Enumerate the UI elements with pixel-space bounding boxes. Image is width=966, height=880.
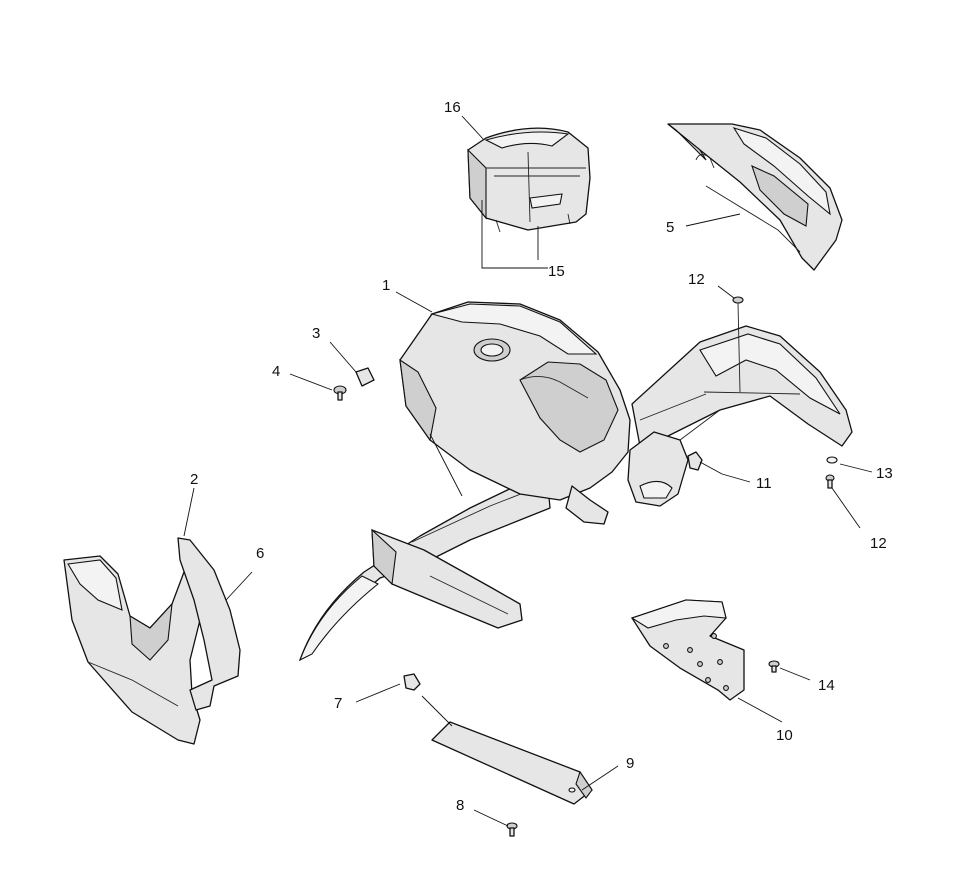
callout-12-top: 12 <box>688 271 705 288</box>
part-14-screw <box>768 660 780 673</box>
part-11-nut <box>687 451 703 471</box>
callout-12-bottom: 12 <box>870 535 887 552</box>
leader-lines <box>183 115 873 827</box>
callout-16: 16 <box>444 99 461 116</box>
part-12-bolt-top <box>732 296 744 393</box>
part-2-side-panel <box>63 555 207 745</box>
part-12-bolt-bottom <box>825 474 835 489</box>
callout-13: 13 <box>876 465 893 482</box>
part-6-side-trim <box>177 537 241 711</box>
part-5-headlight-housing <box>667 123 843 271</box>
callout-9: 9 <box>626 755 634 772</box>
callouts: 16 5 15 1 12 3 4 11 13 12 2 6 14 7 10 9 … <box>190 99 893 814</box>
callout-1: 1 <box>382 277 390 294</box>
part-8-push-rivet <box>506 822 518 837</box>
callout-8: 8 <box>456 797 464 814</box>
callout-5: 5 <box>666 219 674 236</box>
callout-2: 2 <box>190 471 198 488</box>
part-9-skid-plate <box>431 721 593 805</box>
callout-4: 4 <box>272 363 280 380</box>
part-4-push-rivet <box>333 385 347 401</box>
part-7-clip <box>403 673 421 691</box>
callout-7: 7 <box>334 695 342 712</box>
callout-3: 3 <box>312 325 320 342</box>
part-13-washer <box>826 456 838 464</box>
callout-6: 6 <box>256 545 264 562</box>
callout-14: 14 <box>818 677 835 694</box>
callout-15: 15 <box>548 263 565 280</box>
part-1-front-cab <box>298 301 853 662</box>
part-10-footwell-panel <box>630 599 745 701</box>
part-16-headlight-pod <box>467 127 591 233</box>
callout-11: 11 <box>756 475 772 492</box>
part-3-clip <box>355 367 375 387</box>
callout-10: 10 <box>776 727 793 744</box>
